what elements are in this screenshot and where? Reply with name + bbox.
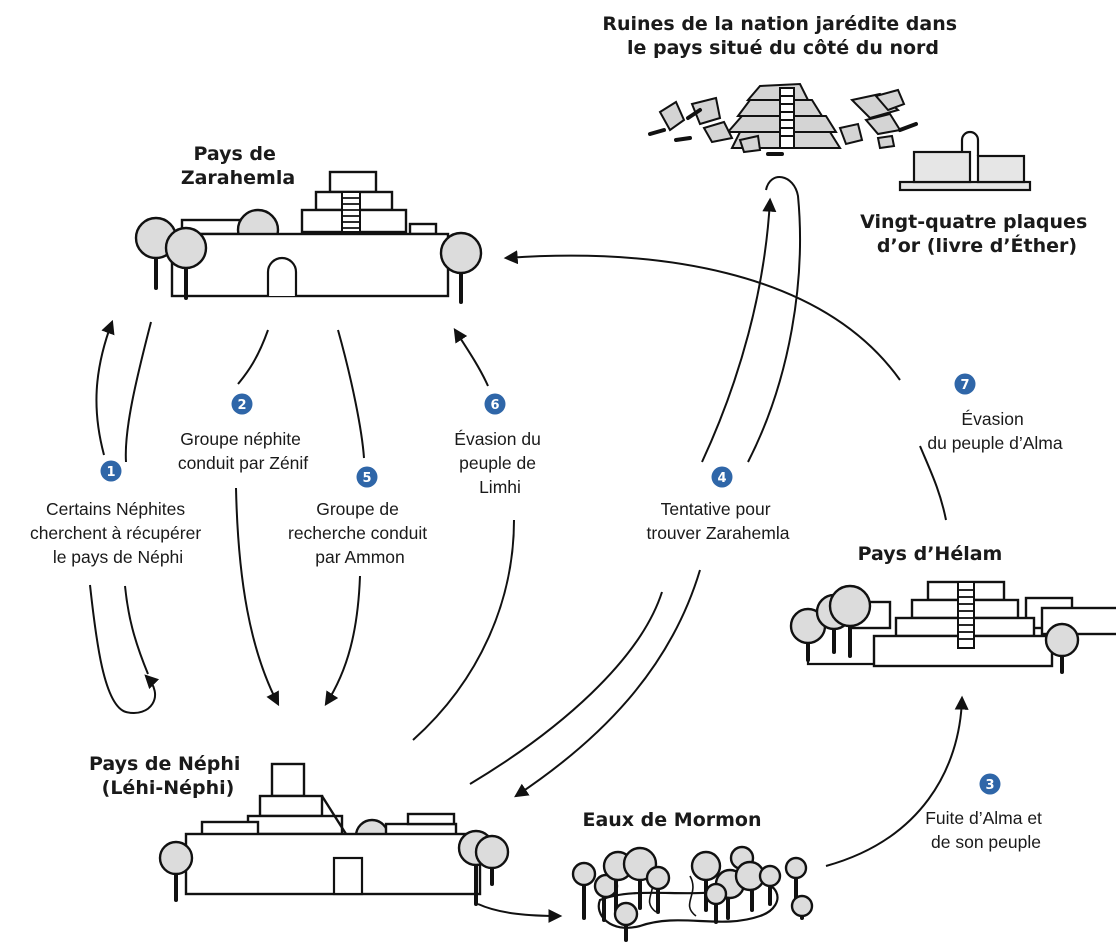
step-badge-4	[711, 466, 733, 488]
path-2-bottom	[235, 487, 280, 707]
svg-text:Évasion du peuple de: Évasion du peuple de Limhi	[454, 429, 545, 497]
title-mormon: Eaux de Mormon	[582, 809, 761, 831]
step-badge-6	[484, 393, 506, 415]
path-1-up	[95, 319, 115, 456]
step-badge-5	[356, 466, 378, 488]
jaredite-ruins-illustration	[648, 82, 918, 156]
zarahemla-illustration	[134, 170, 483, 304]
path-3	[825, 695, 969, 867]
step-1: 1 Certains Néphites cherchent à récupére…	[30, 460, 206, 567]
step-badge-1	[100, 460, 122, 482]
path-4-lower2	[514, 569, 701, 798]
title-jaredite-ruins: Ruines de la nation jarédite dans le pay…	[602, 13, 963, 59]
svg-text:7: 7	[960, 378, 969, 393]
svg-text:5: 5	[362, 471, 371, 486]
svg-text:Certains Néphites cherch: Certains Néphites cherchent à récupérer …	[30, 499, 206, 567]
title-helam: Pays d’Hélam	[858, 543, 1003, 565]
path-6-top	[453, 328, 489, 387]
step-5: 5 Groupe de recherche conduit par Ammon	[288, 466, 432, 567]
step-4: 4 Tentative pour trouver Zarahemla	[647, 466, 790, 543]
journey-paths	[89, 176, 969, 923]
svg-text:4: 4	[717, 471, 726, 486]
path-5-bottom	[324, 575, 361, 706]
svg-text:Groupe de recherche cond: Groupe de recherche conduit par Ammon	[288, 499, 432, 567]
svg-text:Tentative pour trouver Z: Tentative pour trouver Zarahemla	[647, 499, 790, 543]
svg-text:6: 6	[490, 398, 499, 413]
svg-text:3: 3	[985, 778, 994, 793]
step-6: 6 Évasion du peuple de Limhi	[454, 393, 545, 497]
title-plates: Vingt-quatre plaques d’or (livre d’Éther…	[860, 211, 1094, 257]
title-zarahemla: Pays de Zarahemla	[181, 143, 295, 189]
svg-text:2: 2	[237, 398, 246, 413]
waters-of-mormon-illustration	[571, 845, 814, 942]
gold-plates-illustration	[898, 130, 1032, 192]
nephi-illustration	[158, 762, 510, 906]
step-3: 3 Fuite d’Alma et de son peuple	[925, 773, 1047, 852]
title-nephi: Pays de Néphi (Léhi-Néphi)	[89, 753, 247, 799]
path-1-down	[124, 321, 152, 463]
svg-text:Évasion du peuple d’Alma: Évasion du peuple d’Alma	[927, 409, 1062, 453]
step-2: 2 Groupe néphite conduit par Zénif	[178, 393, 308, 473]
path-5-top	[337, 329, 365, 459]
path-2-top	[237, 329, 269, 385]
path-7-lower	[919, 445, 947, 521]
path-4-up	[701, 197, 777, 463]
path-4-lower1	[469, 591, 663, 785]
step-badge-3	[979, 773, 1001, 795]
path-6-bottom	[412, 519, 515, 741]
svg-text:Groupe néphite conduit p: Groupe néphite conduit par Zénif	[178, 429, 308, 473]
path-1-loop	[89, 584, 160, 714]
path-4-loop	[747, 176, 801, 463]
helam-illustration	[789, 580, 1116, 674]
path-1-right	[124, 585, 149, 675]
path-7-upper	[503, 250, 901, 381]
step-7: 7 Évasion du peuple d’Alma	[927, 373, 1063, 453]
svg-text:Fuite d’Alma et de son p: Fuite d’Alma et de son peuple	[925, 808, 1047, 852]
path-nephi-mormon	[477, 903, 563, 923]
step-badge-2	[231, 393, 253, 415]
step-badge-7	[954, 373, 976, 395]
place-titles: Ruines de la nation jarédite dans le pay…	[89, 13, 1094, 831]
svg-text:1: 1	[106, 465, 115, 480]
